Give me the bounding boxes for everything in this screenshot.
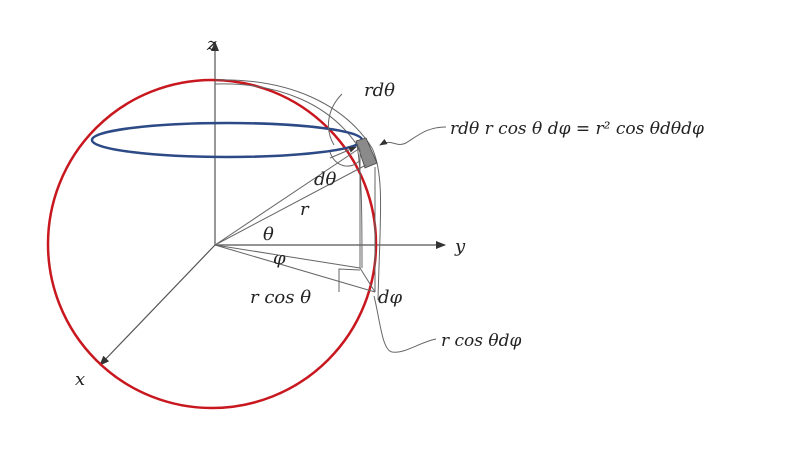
y-axis-label: y (454, 236, 466, 257)
radius-line-lower (214, 164, 367, 246)
right-angle-marker (338, 268, 361, 292)
surface-patch (355, 137, 378, 169)
d-phi-segment (359, 267, 376, 293)
sphere-outline (46, 78, 378, 410)
radius-line-upper (214, 147, 361, 246)
latitude-circle (90, 121, 364, 159)
phi-label: φ (273, 248, 286, 269)
r-dtheta-label: rdθ (364, 80, 395, 101)
r-cos-theta-dphi-leader (373, 295, 437, 353)
x-axis-line (99, 244, 216, 366)
theta-label: θ (263, 224, 274, 245)
d-theta-label: dθ (314, 169, 337, 190)
projection-line-r-cos-theta (214, 244, 376, 293)
projection-line-inner (214, 244, 361, 269)
area-element-leader (379, 126, 447, 146)
r-cos-theta-label: r cos θ (250, 287, 311, 308)
z-axis-label: z (206, 34, 217, 55)
meridian-arc-outer (214, 79, 382, 301)
meridian-arc-inner (214, 83, 363, 269)
r-cos-theta-dphi-label: r cos θdφ (441, 331, 522, 351)
r-dtheta-leader (327, 93, 343, 146)
d-theta-arc (329, 151, 361, 167)
d-phi-label: dφ (378, 287, 403, 308)
r-label: r (300, 199, 310, 220)
area-element-equation: rdθ r cos θ dφ = r² cos θdθdφ (450, 119, 704, 139)
r-dtheta-arrow (329, 146, 357, 159)
x-axis-label: x (75, 369, 85, 390)
